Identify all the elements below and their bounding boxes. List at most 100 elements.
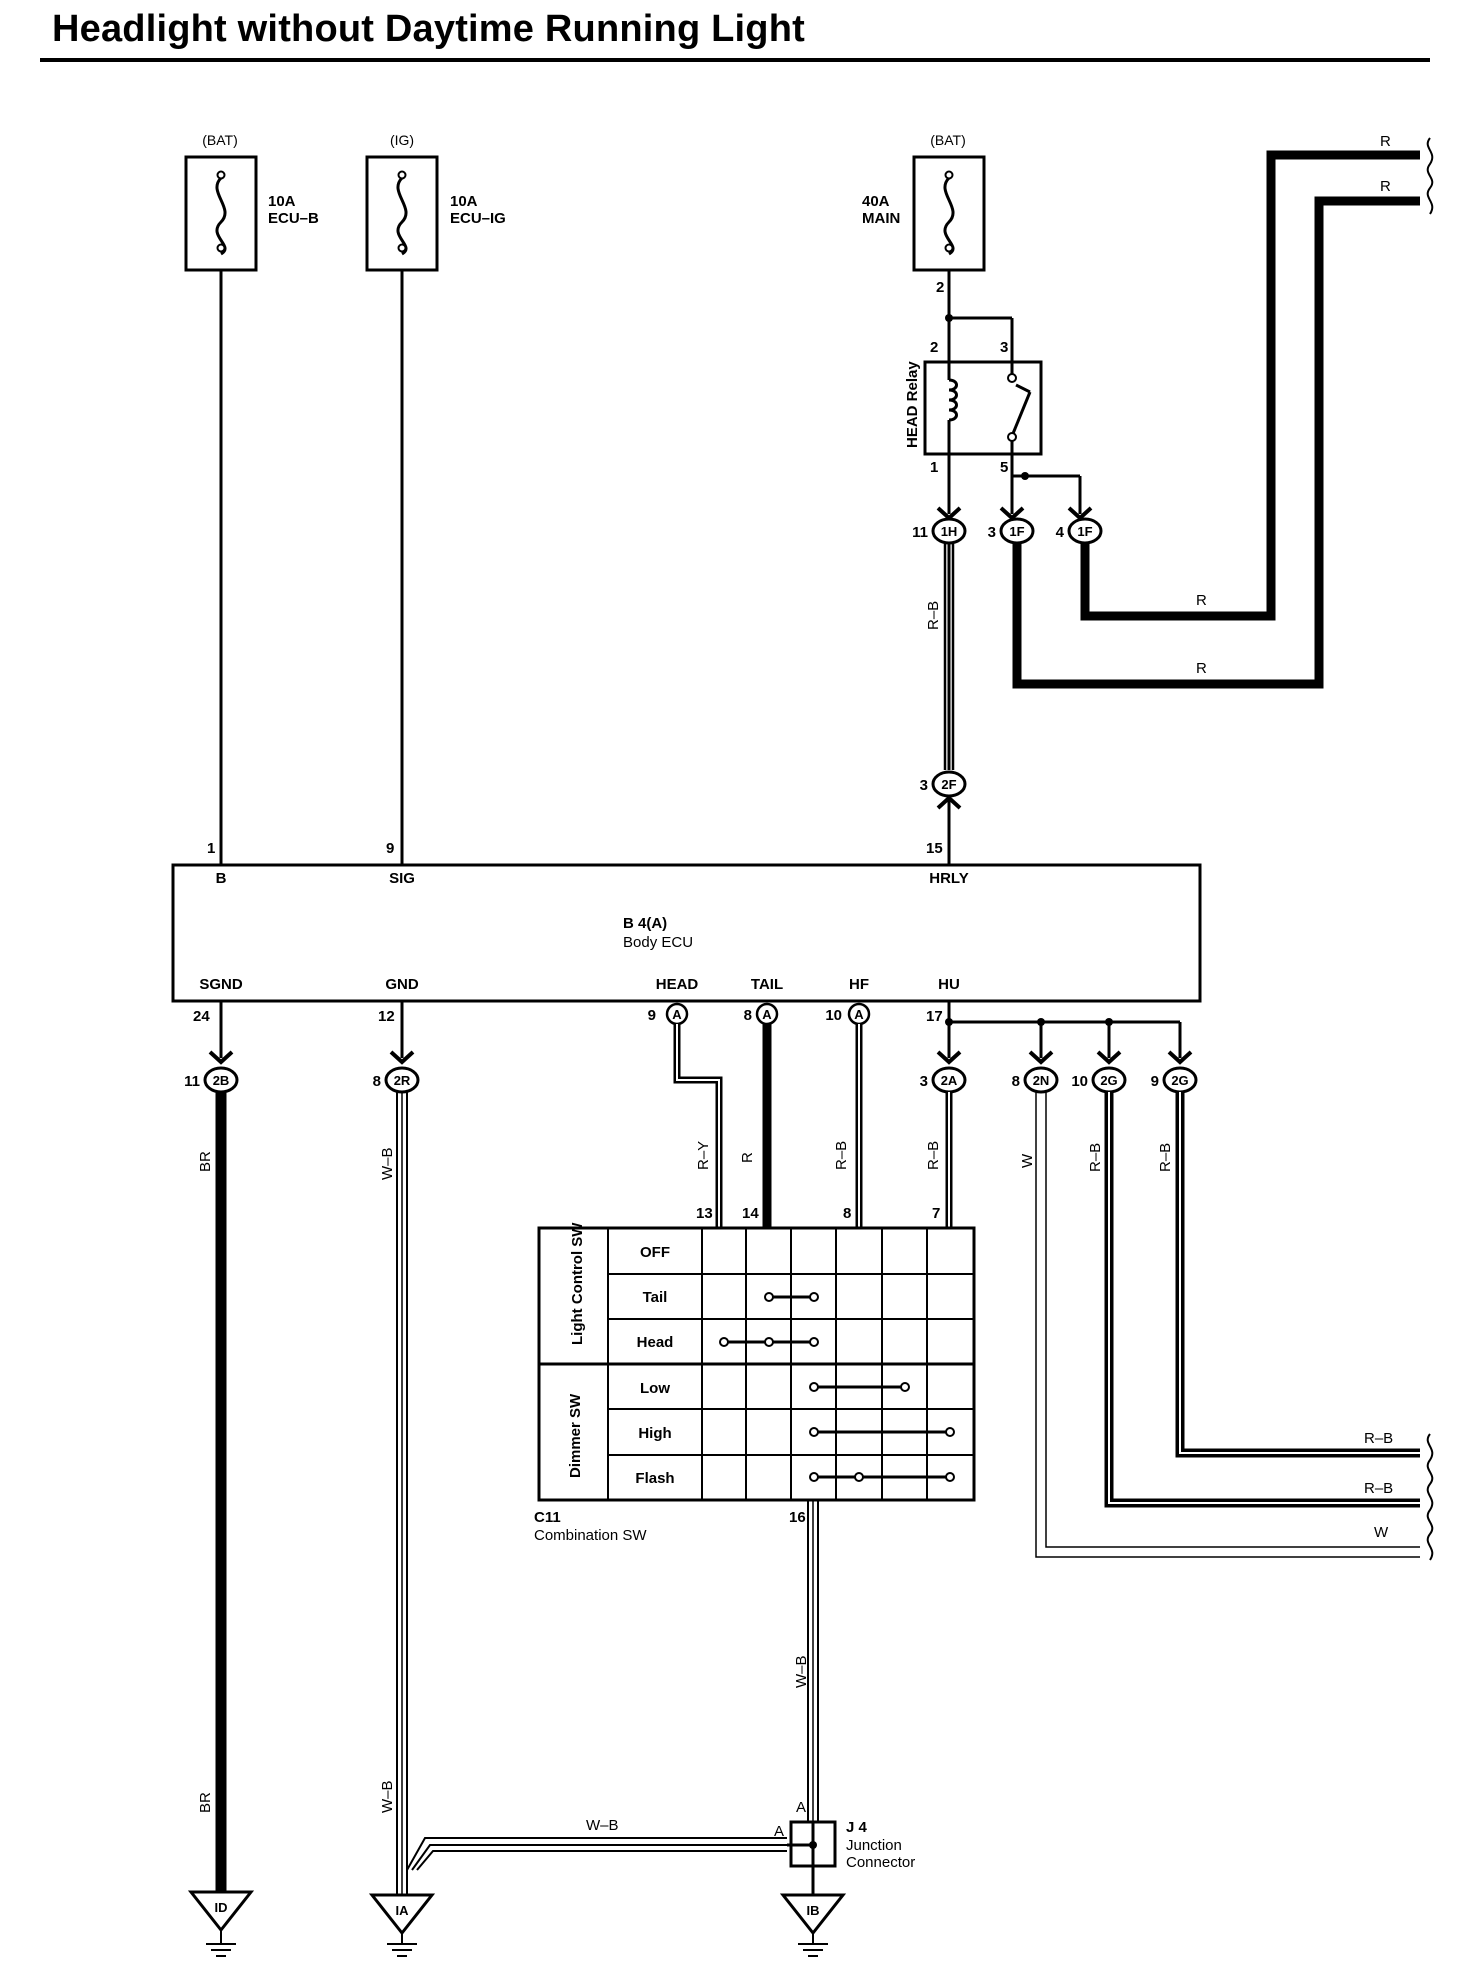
- svg-text:2G: 2G: [1171, 1073, 1188, 1088]
- fuse-source-label: (IG): [390, 132, 414, 148]
- svg-text:9: 9: [648, 1007, 656, 1024]
- connector-2f: 2F 3: [920, 770, 967, 810]
- relay-pin-coil-out: 1: [930, 459, 938, 476]
- svg-text:2G: 2G: [1100, 1073, 1117, 1088]
- svg-text:SGND: SGND: [199, 976, 243, 993]
- svg-text:GND: GND: [385, 976, 419, 993]
- svg-text:8: 8: [744, 1007, 752, 1024]
- connector-2g-a: 2G 10: [1071, 1050, 1127, 1094]
- svg-text:1H: 1H: [941, 524, 958, 539]
- switch-row-label: High: [638, 1425, 671, 1442]
- ground-ia: IA: [368, 1893, 436, 1957]
- svg-text:14: 14: [742, 1205, 759, 1222]
- svg-text:R–B: R–B: [833, 1141, 850, 1170]
- switch-row-label: Low: [640, 1380, 670, 1397]
- relay-pin-sw-out: 5: [1000, 459, 1008, 476]
- fuse-ecu-ig: (IG) 10A ECU–IG: [365, 132, 506, 272]
- wire-break-icon: [1426, 137, 1434, 215]
- junction-id: J 4: [846, 1819, 868, 1836]
- connector-1f-b: 1F 4: [1056, 506, 1103, 545]
- svg-text:9: 9: [1151, 1073, 1159, 1090]
- connector-2n: 2N 8: [1012, 1050, 1059, 1094]
- connector-2a: 2A 3: [920, 1050, 967, 1094]
- svg-text:W–B: W–B: [379, 1780, 396, 1813]
- relay-switch-icon: [1015, 383, 1031, 394]
- svg-text:3: 3: [920, 1073, 928, 1090]
- fuse-rating: 10A: [450, 193, 478, 210]
- svg-text:17: 17: [926, 1008, 943, 1025]
- connector-2r: 2R 8: [373, 1050, 420, 1094]
- svg-text:BR: BR: [197, 1151, 214, 1172]
- relay-label: HEAD Relay: [904, 361, 921, 448]
- ground-icon: [368, 1893, 436, 1936]
- svg-text:R: R: [739, 1152, 756, 1163]
- svg-text:R–B: R–B: [1364, 1480, 1393, 1497]
- switch-row-label: OFF: [640, 1244, 670, 1261]
- ecu-terminal-label: B: [216, 870, 227, 887]
- svg-text:R–B: R–B: [1364, 1430, 1393, 1447]
- fuse-name: ECU–B: [268, 210, 319, 227]
- fuse-icon: [215, 176, 227, 256]
- switch-row-label: Tail: [643, 1289, 668, 1306]
- svg-text:A: A: [774, 1823, 784, 1840]
- svg-text:W: W: [1374, 1524, 1389, 1541]
- relay-pin-sw-in: 3: [1000, 339, 1008, 356]
- svg-text:24: 24: [193, 1008, 210, 1025]
- fuse-rating: 10A: [268, 193, 296, 210]
- relay-pin-top: 2: [936, 279, 944, 296]
- svg-text:11: 11: [912, 524, 928, 541]
- svg-text:2R: 2R: [394, 1073, 411, 1088]
- svg-text:HU: HU: [938, 976, 960, 993]
- wire-r-inner: [1012, 196, 1420, 689]
- svg-text:2A: 2A: [941, 1073, 958, 1088]
- svg-text:HEAD: HEAD: [656, 976, 699, 993]
- page-title: Headlight without Daytime Running Light: [52, 8, 805, 50]
- svg-text:R–B: R–B: [925, 1141, 942, 1170]
- connector-1f-a: 1F 3: [988, 506, 1035, 545]
- ground-ib: IB: [779, 1893, 847, 1957]
- svg-text:2B: 2B: [213, 1073, 230, 1088]
- junction-line2: Connector: [846, 1854, 915, 1871]
- fuse-name: MAIN: [862, 210, 900, 227]
- svg-text:3: 3: [988, 524, 996, 541]
- junction-connector-j4: A A J 4 Junction Connector: [774, 1799, 915, 1871]
- svg-text:8: 8: [843, 1205, 851, 1222]
- svg-text:HF: HF: [849, 976, 869, 993]
- svg-text:4: 4: [1056, 524, 1065, 541]
- svg-text:W–B: W–B: [379, 1147, 396, 1180]
- ecu-name: Body ECU: [623, 934, 693, 951]
- svg-text:2N: 2N: [1033, 1073, 1050, 1088]
- svg-text:R: R: [1380, 178, 1391, 195]
- svg-text:R–B: R–B: [1157, 1143, 1174, 1172]
- svg-text:R–B: R–B: [925, 601, 942, 630]
- svg-text:BR: BR: [197, 1792, 214, 1813]
- fuse-icon: [943, 176, 955, 256]
- combination-switch: 13 14 8 7 Light Control SW Dimmer SW OFF…: [534, 1205, 976, 1544]
- fuse-rating: 40A: [862, 193, 890, 210]
- switch-row-label: Head: [637, 1334, 674, 1351]
- body-ecu: 1 B 9 SIG 15 HRLY B 4(A) Body ECU SGND G…: [171, 840, 1202, 1003]
- svg-text:TAIL: TAIL: [751, 976, 783, 993]
- ecu-pin-number: 15: [926, 840, 943, 857]
- svg-text:IB: IB: [807, 1903, 820, 1918]
- svg-text:7: 7: [932, 1205, 940, 1222]
- svg-text:W–B: W–B: [586, 1817, 619, 1834]
- fuse-source-label: (BAT): [930, 132, 966, 148]
- connector-1h: 1H 11: [912, 506, 967, 545]
- wire-wb-left: [396, 1092, 408, 1895]
- switch-group-dimmer: Dimmer SW: [567, 1393, 584, 1478]
- connector-2g-b: 2G 9: [1151, 1050, 1198, 1094]
- wire-r-outer: [1080, 150, 1420, 621]
- svg-text:1F: 1F: [1009, 524, 1024, 539]
- head-relay: 2 2 3 HEAD Relay 1 5: [904, 270, 1043, 476]
- svg-text:1F: 1F: [1077, 524, 1092, 539]
- ecu-id: B 4(A): [623, 915, 667, 932]
- svg-text:R–Y: R–Y: [695, 1141, 712, 1170]
- svg-text:W: W: [1019, 1153, 1036, 1168]
- wire-wb-horizontal: [406, 1837, 787, 1871]
- relay-pin-coil-in: 2: [930, 339, 938, 356]
- fuse-ecu-b: (BAT) 10A ECU–B: [184, 132, 319, 272]
- fuse-main: (BAT) 40A MAIN: [862, 132, 986, 272]
- svg-text:11: 11: [184, 1073, 200, 1090]
